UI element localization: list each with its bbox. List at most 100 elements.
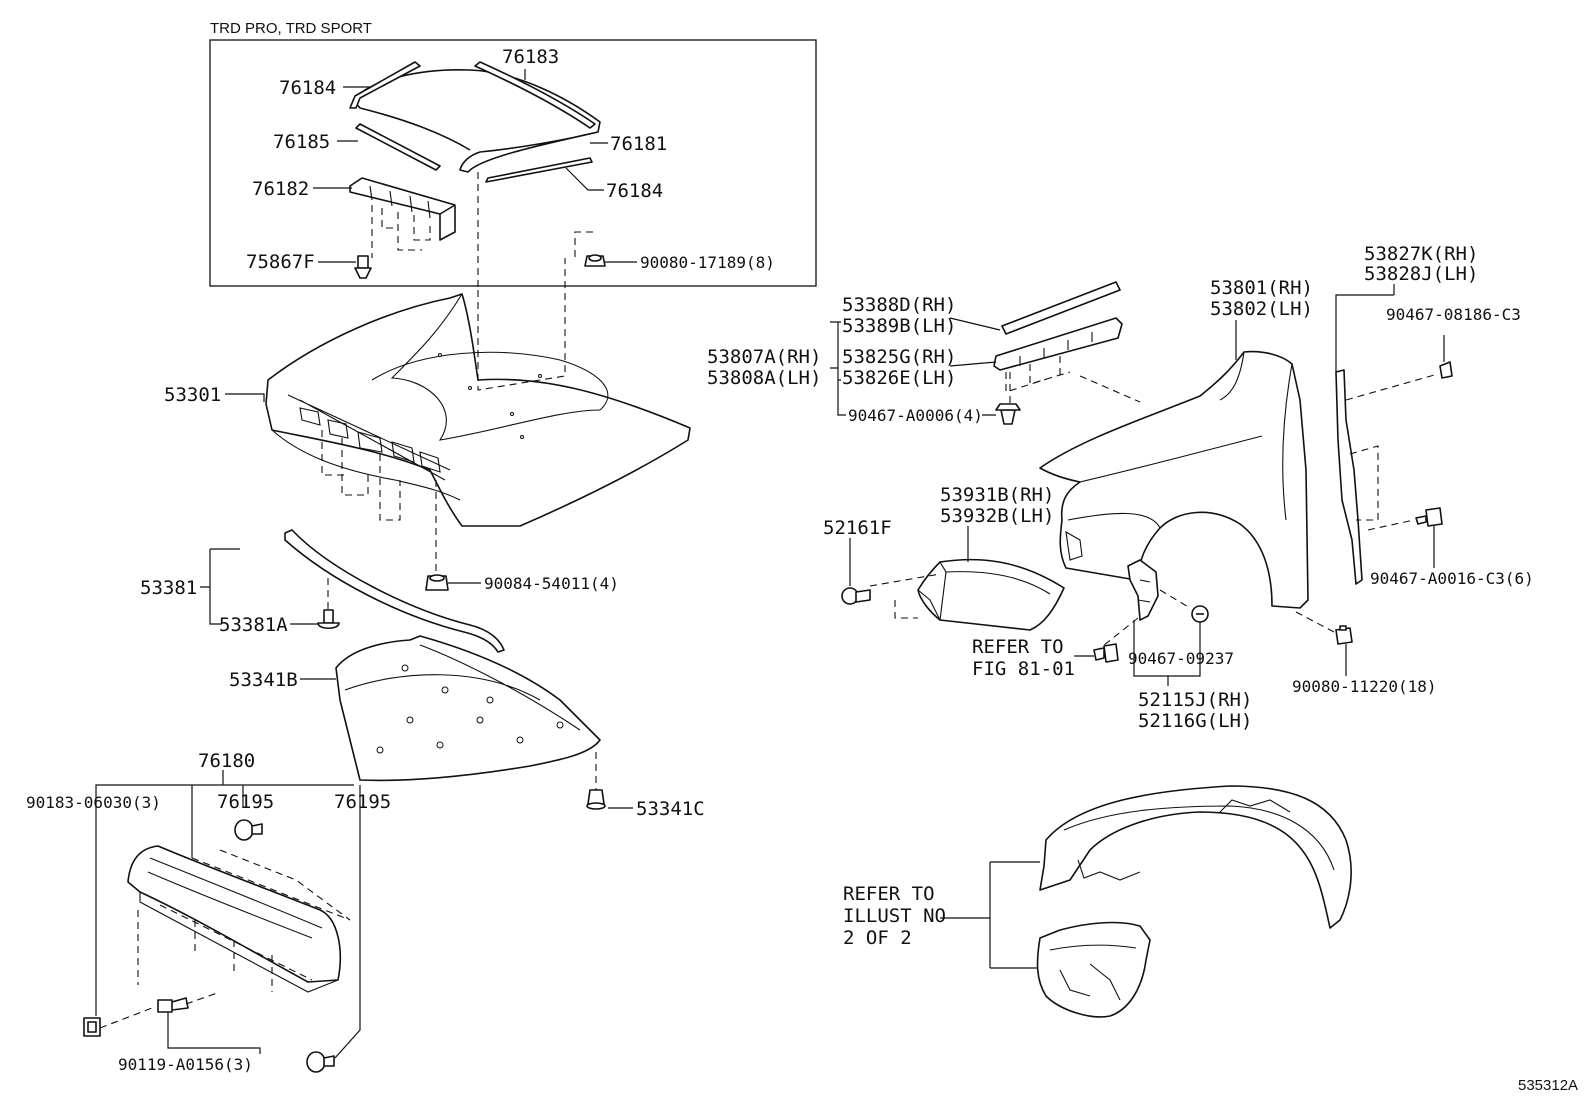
clip-53381A[interactable]: [317, 609, 340, 630]
bracket-dash: [371, 205, 431, 258]
mudguard-group: 52161F 53931B(RH) 53932B(LH): [823, 484, 1065, 631]
clip-90467-A0006[interactable]: [995, 403, 1021, 425]
insulator-contours: [344, 644, 581, 731]
callout-53381: 53381: [140, 577, 197, 599]
bolt-fig-81-01[interactable]: [1093, 643, 1119, 663]
callout-53825G: 53825G(RH): [842, 346, 956, 368]
callout-76184-bottom: 76184: [606, 180, 663, 202]
fender-seal-group: 53388D(RH) 53389B(LH) 53807A(RH) 53808A(…: [707, 281, 1141, 425]
bolt-90467-A0016[interactable]: [1415, 507, 1443, 527]
callout-90119-A0156: 90119-A0156(3): [118, 1055, 253, 1074]
callout-53827K: 53827K(RH): [1364, 243, 1478, 265]
garnish-clip-dash: [99, 991, 221, 1029]
nut-90080-17189[interactable]: [584, 254, 606, 267]
bolt-90119-A0156[interactable]: [157, 997, 189, 1013]
fender-bracket-group: REFER TO FIG 81-01 90467-09237 52115J(RH…: [972, 559, 1437, 732]
mudguard-dash: [869, 573, 941, 619]
trd-section-title: TRD PRO, TRD SPORT: [210, 20, 372, 37]
scoop-strip-76184-top[interactable]: [349, 61, 421, 109]
callout-53828J: 53828J(LH): [1364, 263, 1478, 285]
fender-seal-retainer[interactable]: [993, 317, 1123, 371]
callout-53826E: 53826E(LH): [842, 367, 956, 389]
fender-side-marker: [1065, 530, 1083, 561]
fender-seal-upper[interactable]: [1001, 281, 1121, 335]
hood-insulator-group: 53341B 53341C: [229, 635, 705, 820]
callout-52161F: 52161F: [823, 517, 892, 539]
callout-76195-right: 76195: [334, 791, 391, 813]
fender-group: 53801(RH) 53802(LH): [1039, 277, 1313, 609]
fender-bracket[interactable]: [1127, 559, 1159, 621]
leader-53827K-bracket: [1335, 284, 1395, 372]
scoop-strip-76184-bottom[interactable]: [485, 157, 593, 183]
scoop-strip-76185[interactable]: [355, 123, 441, 171]
callout-90084-54011: 90084-54011(4): [484, 574, 619, 593]
callout-52116G: 52116G(LH): [1138, 710, 1252, 732]
fender-bolt-dash: [1295, 611, 1335, 633]
nut-dash: [574, 231, 593, 258]
liner-rear-contours: [1049, 944, 1137, 1001]
nut-90084-54011[interactable]: [425, 574, 449, 591]
hood-latch-openings: [299, 407, 441, 473]
leader-76184b: [565, 167, 604, 191]
callout-53381A: 53381A: [219, 614, 288, 636]
bolt-90467-09237[interactable]: [1191, 605, 1209, 623]
callout-90080-17189: 90080-17189(8): [640, 253, 775, 272]
front-fender[interactable]: [1039, 350, 1309, 609]
leader-76180-bracket: [95, 770, 361, 1059]
fender-seal-rear-group: 53827K(RH) 53828J(LH) 90467-08186-C3 904…: [1335, 243, 1534, 588]
illustration-id: 535312A: [1518, 1077, 1578, 1094]
bolt-52161F[interactable]: [841, 587, 871, 605]
callout-90183-06030: 90183-06030(3): [26, 793, 161, 812]
bracket-dash: [1097, 589, 1191, 651]
hood-assembly: 53301 90084-54011(4): [164, 258, 691, 593]
callout-53341C: 53341C: [636, 798, 705, 820]
clip-53341C[interactable]: [586, 789, 606, 810]
fender-liner-group: REFER TO ILLUST NO 2 OF 2: [843, 785, 1352, 1018]
scoop-bracket[interactable]: [349, 177, 456, 241]
hood-garnish-group: 76180 90183-06030(3) 76195 76195 90119-A…: [26, 750, 391, 1074]
trd-option-group: TRD PRO, TRD SPORT: [209, 20, 817, 290]
callout-76185: 76185: [273, 131, 330, 153]
callout-76183: 76183: [502, 46, 559, 68]
callout-53808A: 53808A(LH): [707, 367, 821, 389]
hood-garnish[interactable]: [127, 845, 341, 983]
callout-75867F: 75867F: [246, 251, 315, 273]
leader-52115J-bracket: [1133, 620, 1201, 686]
hood-seal-group: 53381 53381A: [140, 529, 505, 653]
fender-liner[interactable]: [1039, 785, 1352, 929]
refer-illust-line1: REFER TO: [843, 883, 935, 905]
liner-contours: [1063, 799, 1335, 881]
bolt-90080-11220[interactable]: [1335, 625, 1353, 645]
fender-rear-seal[interactable]: [1335, 369, 1363, 585]
clip-76195-right[interactable]: [306, 1051, 335, 1073]
callout-76181: 76181: [610, 133, 667, 155]
fender-liner-rear[interactable]: [1036, 921, 1151, 1018]
bracket-ribs: [369, 185, 431, 219]
refer-illust-line3: 2 OF 2: [843, 927, 912, 949]
callout-90467-08186: 90467-08186-C3: [1386, 305, 1521, 324]
callout-53802: 53802(LH): [1210, 298, 1313, 320]
clip-90467-08186[interactable]: [1439, 361, 1453, 379]
hood-scoop[interactable]: [352, 68, 601, 173]
hood-panel[interactable]: [265, 293, 691, 527]
callout-53801: 53801(RH): [1210, 277, 1313, 299]
callout-76180: 76180: [198, 750, 255, 772]
leader-90119-A0156: [167, 1012, 261, 1054]
scoop-strip-76183[interactable]: [474, 61, 596, 129]
refer-fig-line2: FIG 81-01: [972, 658, 1075, 680]
fender-mudguard[interactable]: [917, 558, 1065, 631]
clip-75867F[interactable]: [354, 255, 372, 279]
hood-underside-frame: [287, 394, 451, 481]
leader-fender-seal-bracket: [830, 317, 1001, 416]
rear-seal-dash: [1345, 373, 1439, 521]
hood-seal[interactable]: [284, 529, 505, 653]
nut-90183-06030[interactable]: [83, 1017, 101, 1037]
hood-insulator[interactable]: [335, 635, 601, 782]
callout-53807A: 53807A(RH): [707, 346, 821, 368]
callout-90467-A0016: 90467-A0016-C3(6): [1370, 569, 1534, 588]
clip-76195-left[interactable]: [234, 819, 263, 841]
callout-76195-left: 76195: [217, 791, 274, 813]
callout-90080-11220: 90080-11220(18): [1292, 677, 1437, 696]
rear-bolt-dash: [1367, 519, 1415, 531]
trd-section-frame: [209, 39, 817, 287]
